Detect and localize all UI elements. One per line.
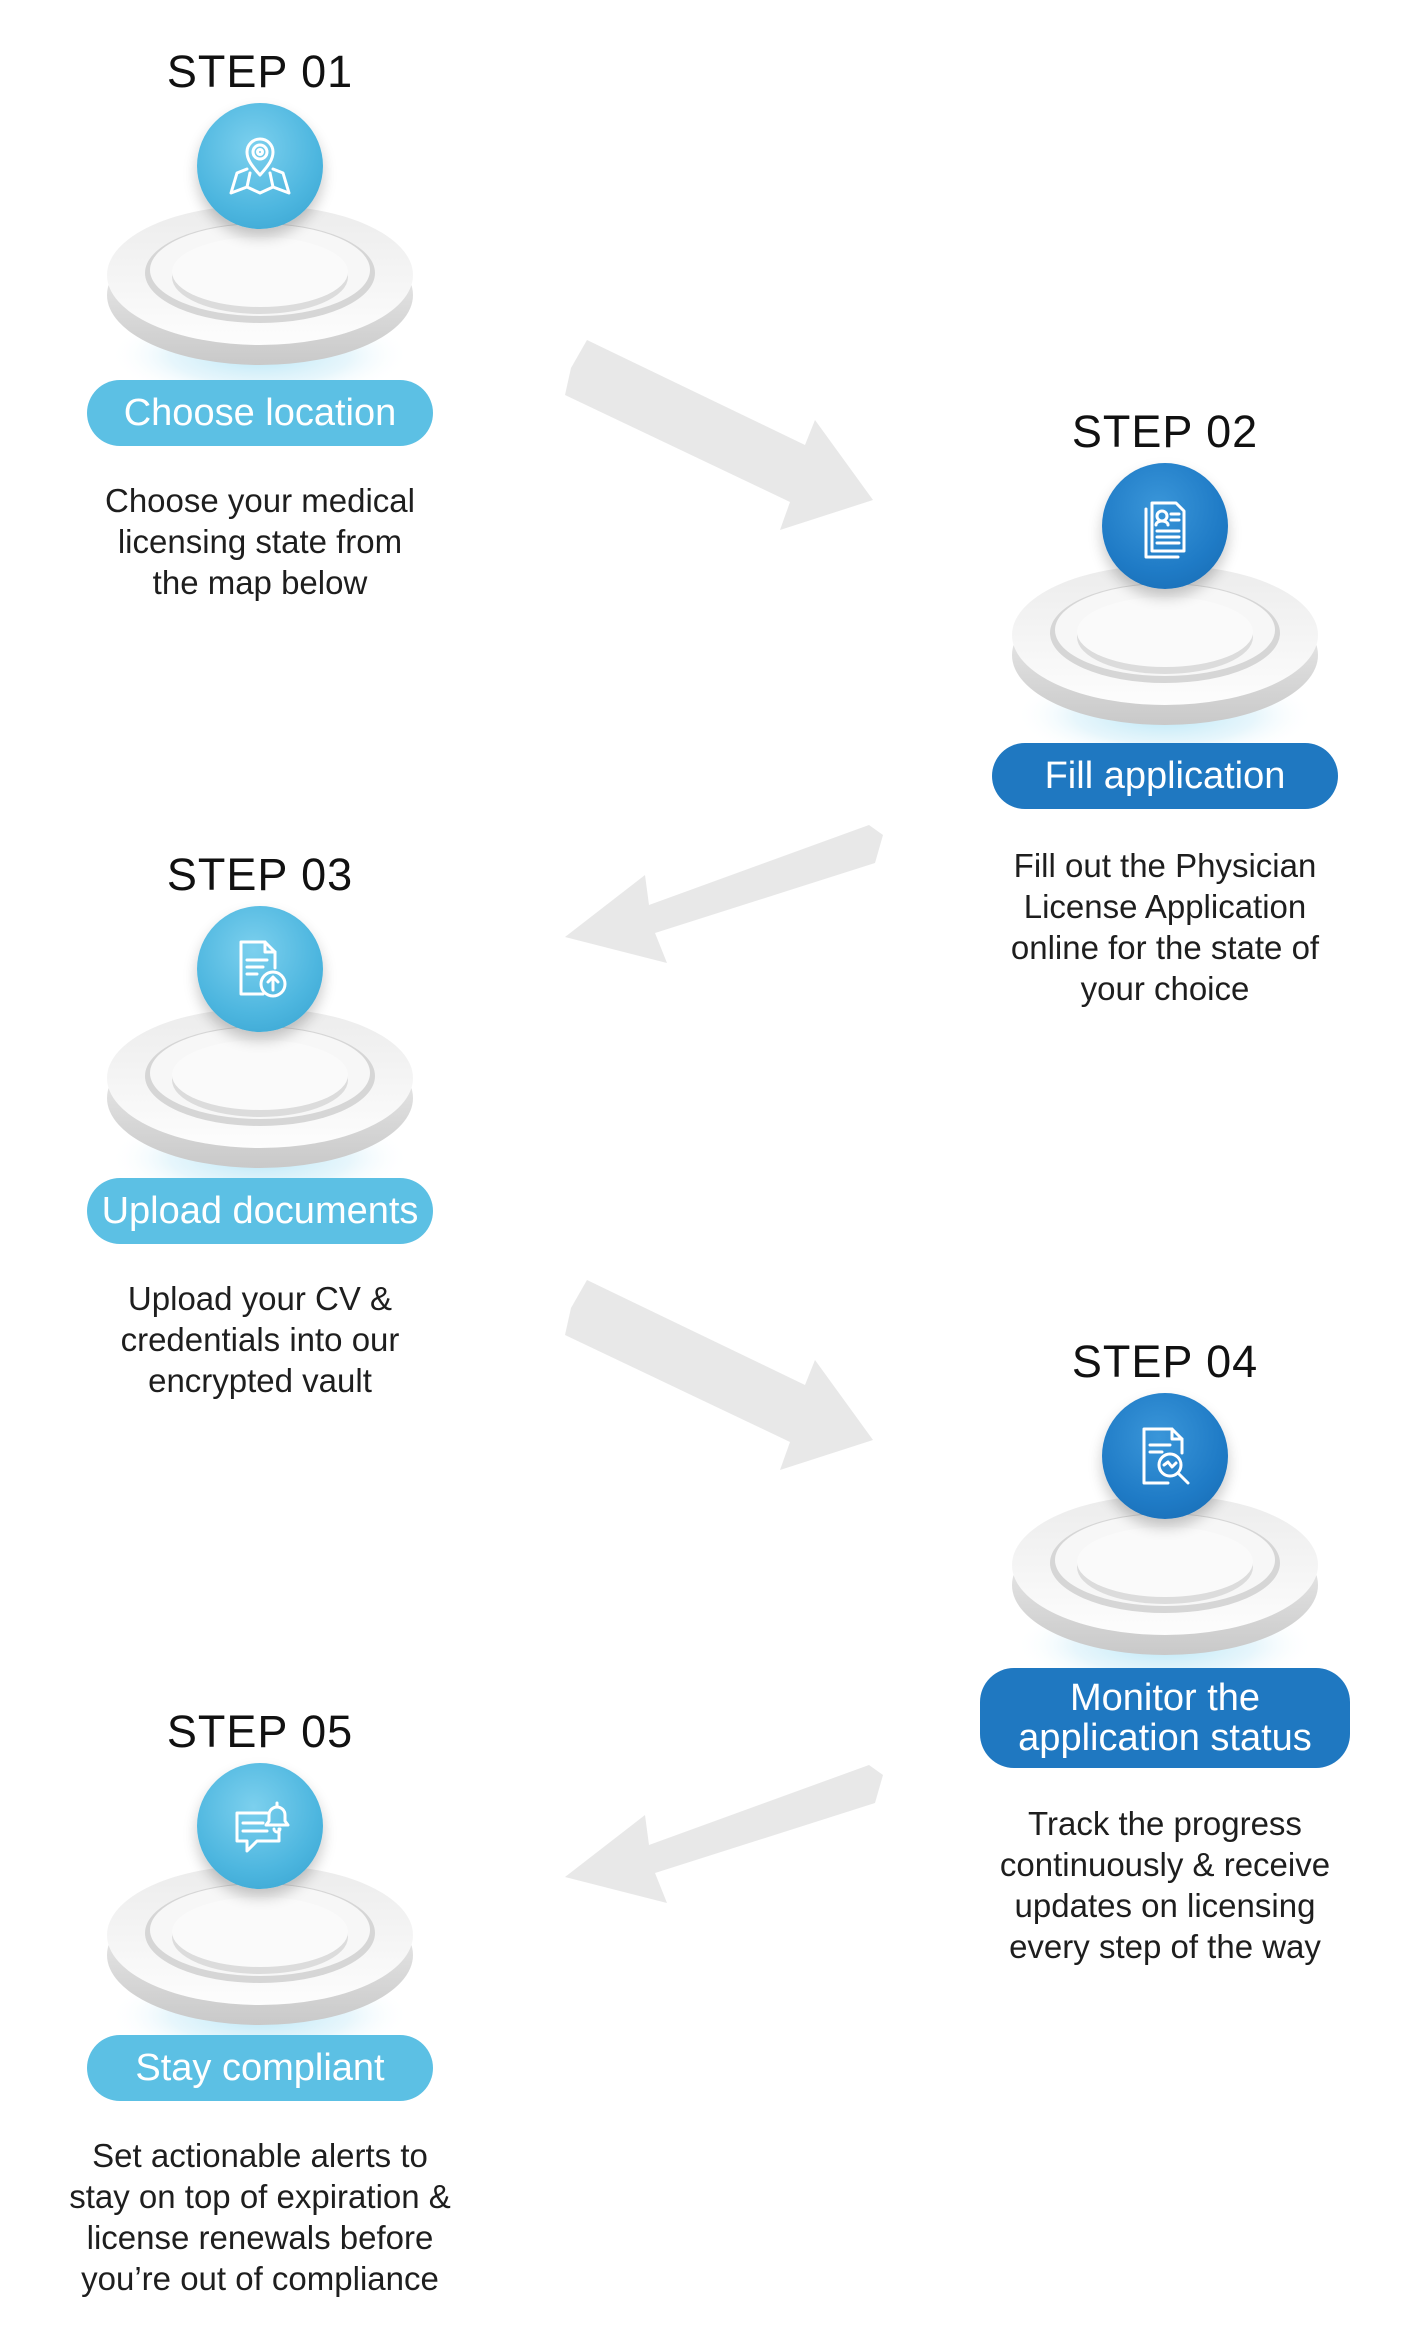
step-title: STEP 02 (1071, 406, 1259, 457)
step-05: STEP 05 Stay compliant Set actionable al… (20, 1705, 500, 2325)
arrow-step-04-to-05 (565, 1765, 883, 1903)
fill-application-label: Fill application (992, 743, 1338, 809)
desc-line: Choose your medical (105, 482, 415, 519)
desc-line: Track the progress (1028, 1805, 1302, 1842)
message-bell-icon (197, 1763, 323, 1889)
desc-line: you’re out of compliance (81, 2260, 439, 2297)
document-search-icon (1102, 1393, 1228, 1519)
desc-line: credentials into our (120, 1321, 400, 1358)
document-profile-icon (1102, 463, 1228, 589)
pedestal (1005, 465, 1325, 775)
desc-line: online for the state of (1010, 929, 1320, 966)
step-02-description: Fill out the Physician License Applicati… (935, 845, 1395, 1009)
choose-location-label: Choose location (87, 380, 433, 446)
step-03: STEP 03 Upload documents Upload your CV … (20, 848, 500, 1408)
desc-line: Fill out the Physician (1013, 847, 1317, 884)
step-01-description: Choose your medical licensing state from… (30, 480, 490, 603)
desc-line: licensing state from (117, 523, 403, 560)
step-04-description: Track the progress continuously & receiv… (935, 1803, 1395, 1967)
step-title: STEP 05 (166, 1706, 354, 1757)
step-04: STEP 04 Monitor the application status T… (925, 1335, 1405, 1985)
pill-line: application status (1018, 1717, 1312, 1759)
desc-line: every step of the way (1009, 1928, 1321, 1965)
step-title: STEP 04 (1071, 1336, 1259, 1387)
step-title: STEP 03 (166, 849, 354, 900)
step-01: STEP 01 Choose location Choose your medi… (20, 45, 500, 605)
desc-line: Upload your CV & (127, 1280, 393, 1317)
stay-compliant-label: Stay compliant (87, 2035, 433, 2101)
map-location-icon (197, 103, 323, 229)
desc-line: continuously & receive (999, 1846, 1331, 1883)
pedestal (100, 105, 420, 415)
step-title: STEP 01 (166, 46, 354, 97)
step-03-description: Upload your CV & credentials into our en… (30, 1278, 490, 1401)
desc-line: the map below (152, 564, 368, 601)
step-02: STEP 02 Fill application Fill out the Ph… (925, 405, 1405, 1045)
desc-line: your choice (1080, 970, 1250, 1007)
monitor-application-status-label: Monitor the application status (980, 1668, 1350, 1768)
step-05-description: Set actionable alerts to stay on top of … (20, 2135, 500, 2299)
arrow-step-03-to-04 (565, 1280, 873, 1470)
desc-line: license renewals before (86, 2219, 434, 2256)
desc-line: Set actionable alerts to (92, 2137, 428, 2174)
desc-line: stay on top of expiration & (69, 2178, 451, 2215)
file-upload-icon (197, 906, 323, 1032)
desc-line: encrypted vault (148, 1362, 372, 1399)
upload-documents-label: Upload documents (87, 1178, 433, 1244)
arrow-step-02-to-03 (565, 825, 883, 963)
pill-line: Monitor the (1069, 1677, 1261, 1719)
desc-line: updates on licensing (1014, 1887, 1316, 1924)
desc-line: License Application (1023, 888, 1307, 925)
arrow-step-01-to-02 (565, 340, 873, 530)
